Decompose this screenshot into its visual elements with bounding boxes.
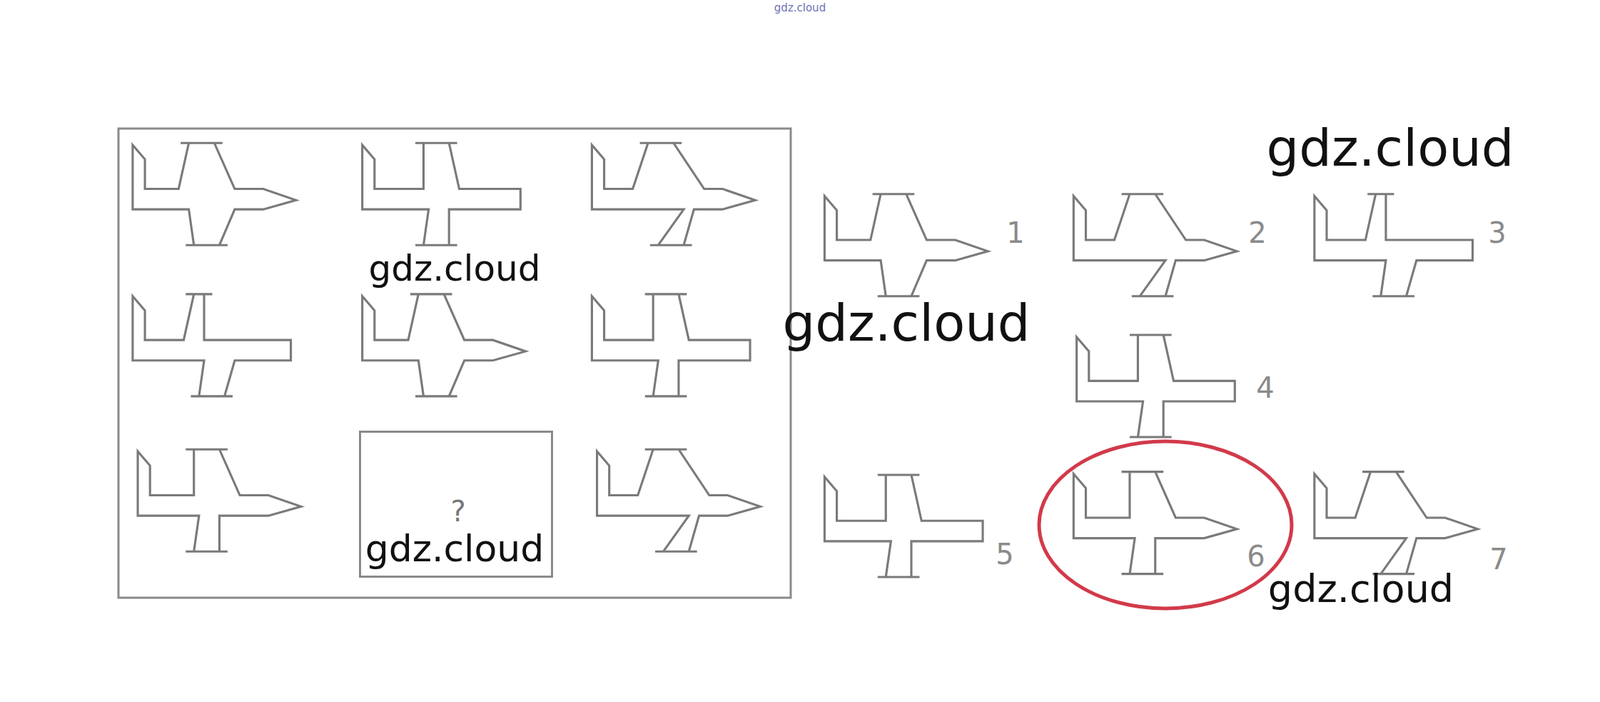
airplane-figure [591,294,751,397]
option-number: 3 [1487,218,1506,247]
airplane-figure [1073,194,1237,297]
airplane-figure [362,294,526,397]
airplane-figure [824,474,983,577]
airplane-figure [362,142,521,245]
airplane-figure [597,448,761,551]
airplane-figure [591,142,756,245]
airplane-figure [137,448,302,551]
airplane-figure [1314,471,1478,574]
question-mark: ? [450,496,466,526]
option-number: 7 [1489,544,1508,574]
answer-circle [1039,441,1292,609]
option-number: 2 [1248,218,1267,247]
watermark: gdz.cloud [774,2,826,14]
airplane-figure [132,294,292,397]
airplane-figure [132,142,297,245]
airplane-figure [824,194,988,297]
watermark: gdz.cloud [368,250,541,287]
airplane-figure [1076,334,1236,437]
watermark: gdz.cloud [365,529,545,567]
watermark: gdz.cloud [782,296,1030,349]
option-number: 6 [1246,541,1265,571]
airplane-figure [1073,471,1237,574]
option-number: 4 [1256,373,1274,402]
option-number: 5 [995,539,1014,569]
watermark: gdz.cloud [1266,122,1514,174]
option-number: 1 [1006,218,1025,247]
airplane-figure [1314,194,1473,297]
watermark: gdz.cloud [1268,569,1454,609]
grid-frame [118,128,791,598]
